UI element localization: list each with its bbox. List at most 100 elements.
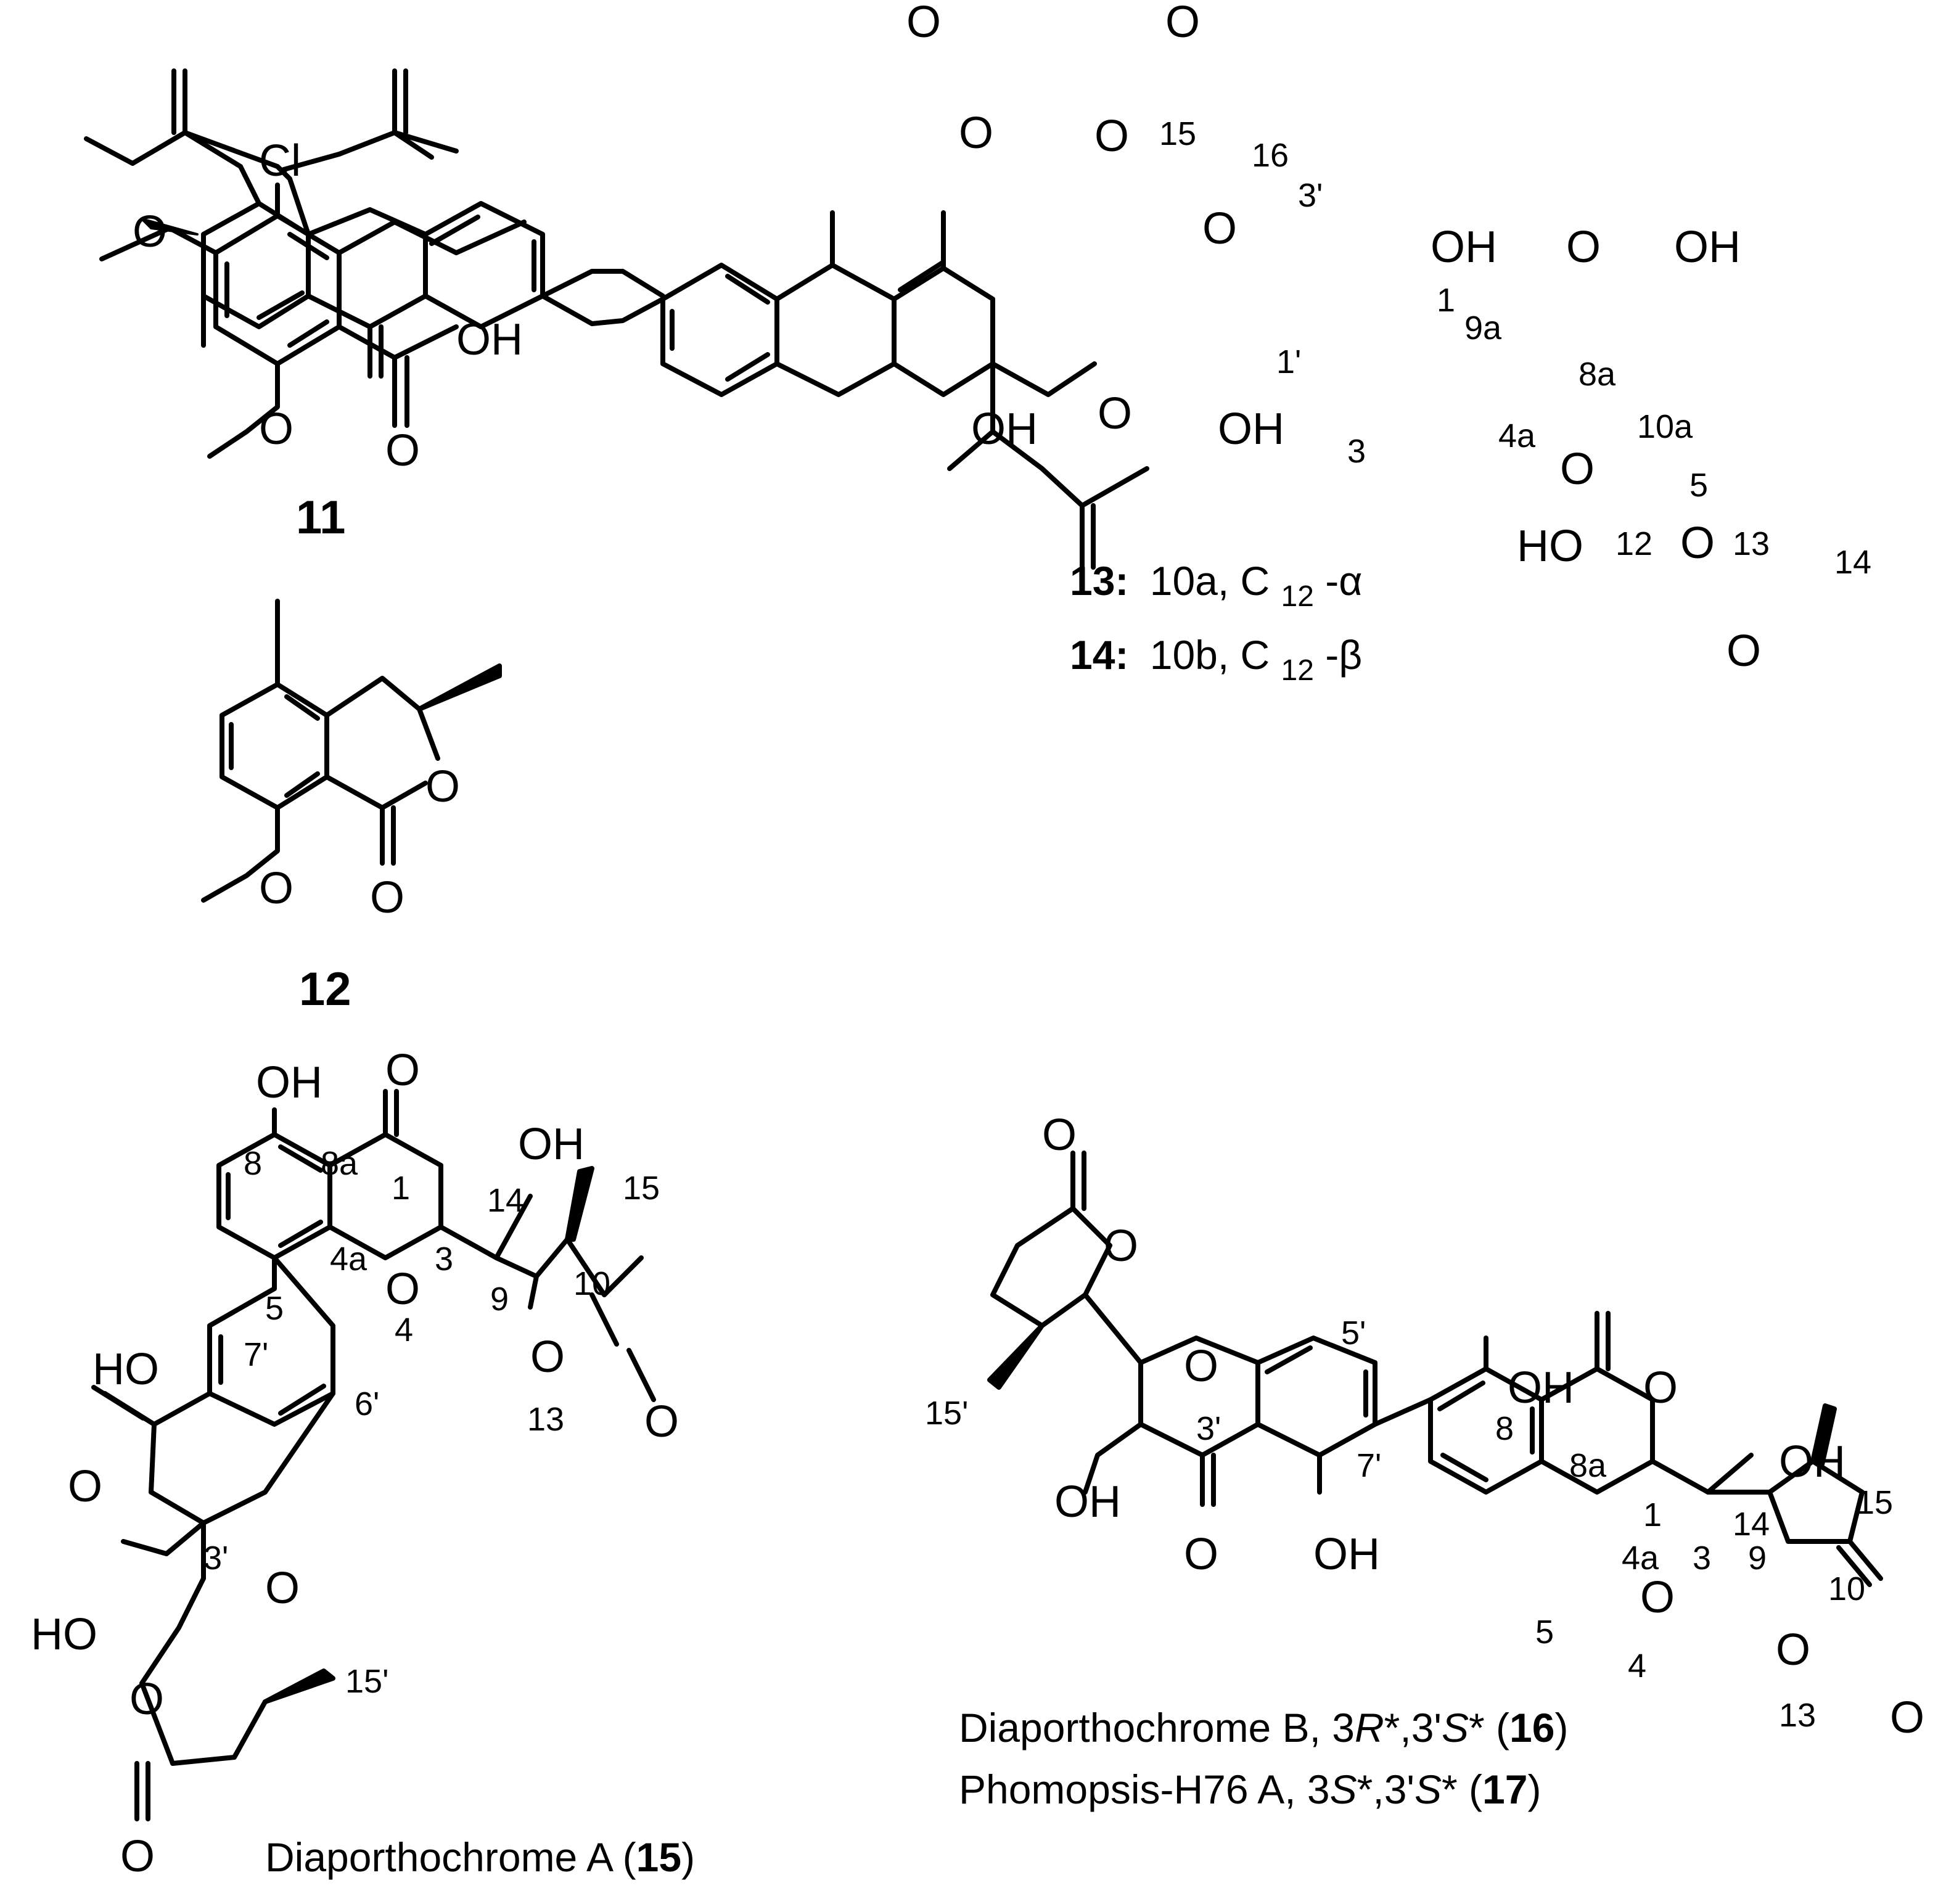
locant-10a: 10a bbox=[1637, 408, 1693, 445]
locant-1: 1 bbox=[1643, 1496, 1662, 1533]
locant-9: 9 bbox=[1748, 1540, 1767, 1577]
locant-3: 3 bbox=[1693, 1540, 1711, 1577]
structure-12 bbox=[201, 599, 502, 903]
structure-15 bbox=[91, 1089, 656, 1821]
compound-16-caption: Diaporthochrome B, 3R*,3'S* (16) bbox=[959, 1705, 1568, 1750]
atom-o: O bbox=[68, 1462, 102, 1511]
locant-4: 4 bbox=[1628, 1648, 1646, 1684]
atom-oh: OH bbox=[1431, 223, 1497, 272]
compound-16-r: R bbox=[1355, 1705, 1384, 1750]
atom-o: O bbox=[385, 1265, 420, 1314]
atom-o: O bbox=[1566, 223, 1601, 272]
atom-o: O bbox=[370, 873, 404, 922]
compound-17-id: 17 bbox=[1482, 1767, 1527, 1812]
atom-o: O bbox=[385, 1046, 420, 1095]
atom-o: O bbox=[425, 762, 460, 811]
compound-17-caption: Phomopsis-H76 A, 3S*,3'S* (17) bbox=[959, 1767, 1541, 1812]
atom-oh: OH bbox=[1779, 1437, 1845, 1487]
compound-17-prefix: Phomopsis-H76 A, 3 bbox=[959, 1767, 1330, 1812]
compound-14-suffix: -β bbox=[1325, 632, 1362, 678]
locant-1p: 1' bbox=[1276, 343, 1301, 380]
locant-4a: 4a bbox=[330, 1241, 367, 1278]
atom-o: O bbox=[120, 1832, 155, 1881]
compound-17-mid: *,3' bbox=[1357, 1767, 1414, 1812]
locant-14: 14 bbox=[487, 1182, 524, 1219]
compound-16-prefix: Diaporthochrome B, 3 bbox=[959, 1705, 1355, 1750]
compound-17-s2: S bbox=[1414, 1767, 1442, 1812]
locant-8a: 8a bbox=[1579, 356, 1616, 393]
locant-5: 5 bbox=[1689, 467, 1708, 504]
atom-oh: OH bbox=[518, 1120, 585, 1169]
locant-15p: 15' bbox=[345, 1663, 388, 1700]
atom-o: O bbox=[644, 1397, 679, 1446]
locant-6p: 6' bbox=[355, 1385, 379, 1422]
atom-o: O bbox=[530, 1332, 565, 1382]
locant-8: 8 bbox=[1495, 1410, 1514, 1447]
compound-13-id: 13: bbox=[1070, 558, 1128, 604]
locant-8a: 8a bbox=[1569, 1447, 1607, 1484]
locant-16: 16 bbox=[1252, 137, 1289, 174]
locant-8: 8 bbox=[244, 1145, 262, 1182]
locant-15: 15 bbox=[623, 1170, 660, 1207]
compound-14-id: 14: bbox=[1070, 632, 1128, 678]
compound-13-caption: 13: 10a, C 12 -α bbox=[1070, 558, 1362, 615]
locant-15: 15 bbox=[1856, 1484, 1893, 1521]
locant-14: 14 bbox=[1834, 544, 1871, 581]
compound-16-mid: *,3' bbox=[1384, 1705, 1442, 1750]
atom-oh: OH bbox=[1508, 1363, 1574, 1413]
atom-o: O bbox=[1098, 389, 1132, 438]
locant-3: 3 bbox=[1347, 433, 1366, 470]
locant-10: 10 bbox=[573, 1265, 610, 1302]
locant-3: 3 bbox=[435, 1241, 453, 1278]
atom-oh: OH bbox=[971, 404, 1038, 454]
atom-o: O bbox=[1776, 1625, 1810, 1675]
locant-14: 14 bbox=[1733, 1506, 1770, 1543]
locant-3p: 3' bbox=[1196, 1410, 1221, 1447]
atom-oh: OH bbox=[456, 315, 523, 364]
locant-5p: 5' bbox=[1341, 1315, 1366, 1352]
atom-ho: HO bbox=[92, 1345, 159, 1394]
structure-13-14 bbox=[84, 68, 1149, 570]
atom-o: O bbox=[1680, 519, 1715, 568]
atom-o: O bbox=[1643, 1363, 1678, 1413]
atom-o: O bbox=[1640, 1573, 1675, 1622]
atom-o: O bbox=[1726, 626, 1761, 676]
atom-o: O bbox=[906, 0, 941, 47]
locant-15: 15 bbox=[1159, 115, 1196, 152]
atom-o: O bbox=[1560, 445, 1595, 494]
compound-16-suffix: ) bbox=[1554, 1705, 1568, 1750]
compound-17-suffix: ) bbox=[1527, 1767, 1541, 1812]
compound-15-id: 15 bbox=[636, 1834, 681, 1880]
atom-o: O bbox=[265, 1564, 300, 1613]
compound-17-s1: S bbox=[1330, 1767, 1357, 1812]
atom-o: O bbox=[129, 1675, 164, 1724]
compound-15-caption: Diaporthochrome A (15) bbox=[265, 1834, 695, 1880]
locant-1: 1 bbox=[1437, 282, 1455, 319]
locant-13: 13 bbox=[1733, 525, 1770, 562]
atom-o: O bbox=[1165, 0, 1200, 47]
compound-14-desc: 10b, C bbox=[1150, 632, 1270, 678]
atom-o: O bbox=[1184, 1530, 1218, 1579]
atom-o: O bbox=[133, 207, 167, 256]
atom-o: O bbox=[259, 404, 294, 454]
locant-13: 13 bbox=[527, 1401, 564, 1438]
atom-o: O bbox=[1890, 1693, 1924, 1742]
compound-12-label: 12 bbox=[299, 963, 351, 1016]
compound-16-id: 16 bbox=[1509, 1705, 1554, 1750]
compound-14-caption: 14: 10b, C 12 -β bbox=[1070, 632, 1362, 689]
locant-5: 5 bbox=[265, 1290, 284, 1327]
compound-15-suffix: ) bbox=[681, 1834, 695, 1880]
compound-15-prefix: Diaporthochrome A ( bbox=[265, 1834, 636, 1880]
compound-13-suffix: -α bbox=[1325, 558, 1362, 604]
atom-oh: OH bbox=[1054, 1477, 1121, 1527]
structure-16-17 bbox=[987, 1151, 1883, 1587]
compound-16-s: S bbox=[1442, 1705, 1469, 1750]
locant-8a: 8a bbox=[321, 1145, 358, 1182]
locant-7p: 7' bbox=[1357, 1447, 1381, 1484]
locant-4a: 4a bbox=[1622, 1540, 1659, 1577]
locant-3p: 3' bbox=[1298, 177, 1323, 214]
atom-o: O bbox=[259, 864, 294, 913]
locant-4: 4 bbox=[395, 1311, 413, 1348]
locant-3p: 3' bbox=[203, 1540, 228, 1577]
